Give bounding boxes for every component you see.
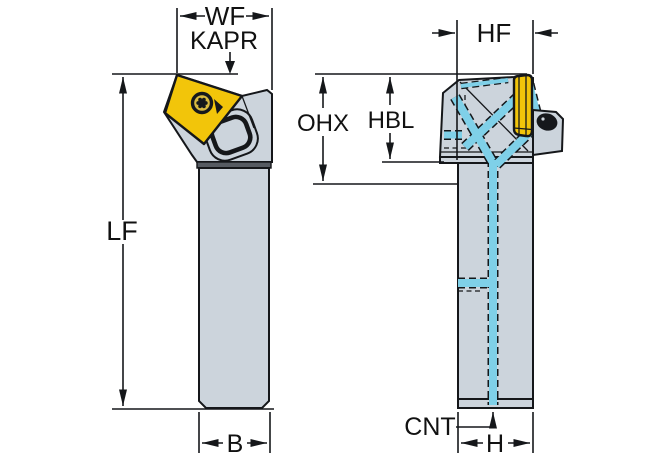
dim-label-wf: WF — [205, 1, 245, 31]
lf-dimension: LF — [106, 77, 138, 406]
dim-label-hbl: HBL — [368, 107, 415, 134]
dim-label-ohx: OHX — [297, 110, 349, 137]
h-dimension: H — [457, 412, 534, 458]
dim-label-cnt: CNT — [404, 413, 455, 441]
front-edge-marker — [214, 99, 223, 114]
kapr-callout: KAPR — [190, 27, 258, 74]
side-insert — [512, 73, 534, 138]
front-shank — [198, 167, 270, 409]
wf-dimension: WF — [176, 1, 273, 90]
cnt-callout: CNT — [404, 412, 497, 441]
ohx-dimension: OHX — [297, 77, 349, 181]
dim-label-h: H — [486, 430, 504, 458]
side-clamp-screw — [536, 113, 558, 131]
dim-label-lf: LF — [106, 216, 138, 246]
hbl-dimension: HBL — [368, 77, 415, 159]
side-view: HF OHX HBL CNT H — [297, 18, 565, 458]
front-pocket-edge — [241, 95, 255, 129]
hf-dimension: HF — [432, 18, 558, 160]
dim-label-kapr: KAPR — [190, 27, 258, 55]
dim-label-hf: HF — [477, 18, 512, 48]
front-view: WF KAPR LF B — [106, 1, 274, 458]
dim-label-b: B — [227, 430, 244, 458]
front-insert-screw — [190, 91, 214, 115]
b-dimension: B — [198, 412, 271, 458]
